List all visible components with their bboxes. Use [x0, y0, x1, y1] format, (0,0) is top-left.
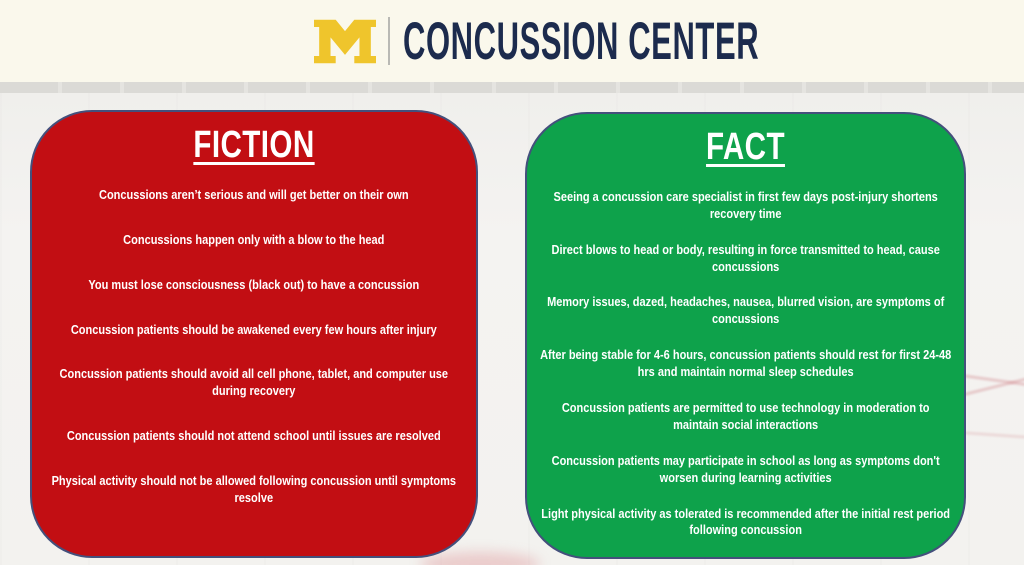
brand-title-wrap: CONCUSSION CENTER	[403, 12, 759, 71]
fiction-item: Physical activity should not be allowed …	[51, 473, 457, 506]
rink-marking-blur	[420, 552, 540, 565]
brand-title: CONCUSSION CENTER	[402, 11, 759, 71]
fiction-item: Concussions happen only with a blow to t…	[123, 231, 385, 247]
fiction-card: FICTION Concussions aren’t serious and w…	[30, 110, 478, 558]
rink-boards-band	[0, 82, 1024, 93]
fact-items: Seeing a concussion care specialist in f…	[539, 189, 952, 539]
fact-title: FACT	[706, 126, 785, 168]
fiction-item: Concussion patients should avoid all cel…	[59, 366, 449, 399]
fiction-items: Concussions aren’t serious and will get …	[44, 187, 464, 507]
fact-item: Concussion patients may participate in s…	[551, 452, 940, 485]
fiction-item: Concussions aren’t serious and will get …	[99, 186, 409, 202]
fiction-title: FICTION	[193, 124, 315, 166]
fact-item: Direct blows to head or body, resulting …	[551, 241, 940, 274]
fact-item: Seeing a concussion care specialist in f…	[553, 188, 938, 221]
fiction-item: Concussion patients should be awakened e…	[71, 321, 437, 337]
fact-item: After being stable for 4-6 hours, concus…	[539, 347, 952, 380]
logo-divider	[387, 17, 390, 65]
fact-item: Light physical activity as tolerated is …	[541, 505, 950, 538]
fiction-item: Concussion patients should not attend sc…	[67, 428, 441, 444]
fact-item: Memory issues, dazed, headaches, nausea,…	[546, 294, 945, 327]
header: CONCUSSION CENTER	[0, 0, 1024, 82]
fiction-item: You must lose consciousness (black out) …	[88, 276, 420, 292]
michigan-logo: CONCUSSION CENTER	[313, 12, 759, 71]
fact-item: Concussion patients are permitted to use…	[561, 400, 930, 432]
fact-card: FACT Seeing a concussion care specialist…	[525, 112, 966, 559]
block-m-icon	[313, 19, 376, 63]
